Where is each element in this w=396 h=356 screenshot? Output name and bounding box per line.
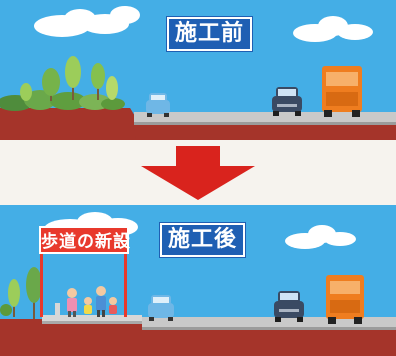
down-arrow-icon bbox=[141, 146, 255, 200]
car-icon bbox=[148, 295, 174, 321]
car-icon bbox=[274, 291, 304, 322]
before-label: 施工前 bbox=[167, 17, 253, 51]
cloud-icon bbox=[285, 225, 356, 249]
tree-icon bbox=[0, 56, 125, 111]
after-construction-panel: 歩道の新設 施工後 bbox=[0, 205, 396, 356]
new-sidewalk-sign: 歩道の新設 bbox=[39, 226, 130, 254]
cloud-icon bbox=[34, 6, 140, 37]
truck-icon bbox=[326, 275, 364, 324]
car-icon bbox=[272, 87, 302, 116]
tree-icon bbox=[0, 267, 42, 319]
people-icon bbox=[55, 286, 117, 317]
before-construction-panel: 施工前 bbox=[0, 0, 396, 140]
after-label: 施工後 bbox=[160, 223, 246, 257]
cloud-icon bbox=[293, 16, 373, 42]
car-icon bbox=[146, 93, 170, 117]
truck-icon bbox=[322, 66, 362, 117]
